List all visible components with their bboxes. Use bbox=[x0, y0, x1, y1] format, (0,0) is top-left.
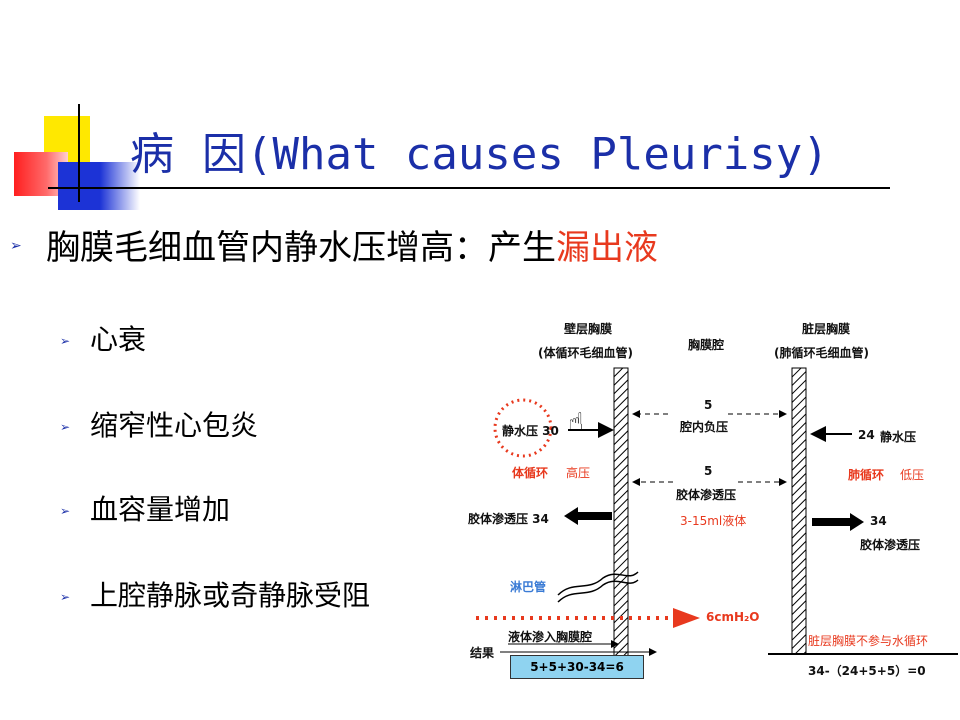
bullet-arrow-icon: ➢ bbox=[10, 238, 22, 254]
bullet-arrow-icon: ➢ bbox=[60, 590, 71, 604]
right-hydrostatic-label: 静水压 bbox=[880, 430, 917, 444]
left-osmotic-arrow bbox=[564, 507, 612, 525]
left-osmotic-label: 胶体渗透压 34 bbox=[468, 512, 549, 526]
title-chinese: 病 因 bbox=[130, 129, 246, 180]
visceral-pleura-sub: (肺循环毛细血管) bbox=[774, 346, 869, 360]
highlight-circle bbox=[493, 398, 553, 458]
main-point-highlight: 漏出液 bbox=[556, 228, 658, 268]
bullet-arrow-icon: ➢ bbox=[60, 504, 71, 518]
fluid-volume: 3-15ml液体 bbox=[680, 514, 747, 528]
cavity-osm-value: 5 bbox=[704, 464, 713, 478]
lymph-vessel-label: 淋巴管 bbox=[510, 580, 547, 594]
pulmonary-circulation-label: 肺循环 bbox=[848, 468, 885, 482]
systemic-circulation-label: 体循环 bbox=[512, 466, 549, 480]
slide-title: 病 因(What causes Pleurisy) bbox=[130, 118, 829, 180]
visceral-pleura-wall bbox=[791, 367, 807, 655]
main-point: 胸膜毛细血管内静水压增高：产生漏出液 bbox=[46, 220, 658, 269]
parietal-pleura-label: 壁层胸膜 bbox=[564, 322, 613, 336]
right-osmotic-arrow bbox=[812, 513, 864, 531]
right-osmotic-value: 34 bbox=[870, 514, 887, 528]
pleural-pressure-diagram: 壁层胸膜 (体循环毛细血管) 胸膜腔 脏层胸膜 (肺循环毛细血管) 静水压 30… bbox=[468, 310, 958, 714]
flow-pressure-label: 6cmH₂O bbox=[706, 610, 760, 624]
sub-point: 心衰 bbox=[90, 323, 147, 356]
cavity-neg-label: 腔内负压 bbox=[680, 420, 729, 434]
main-point-text: 胸膜毛细血管内静水压增高：产生 bbox=[46, 228, 556, 268]
title-underline bbox=[48, 187, 890, 189]
decor-vertical-line bbox=[78, 104, 80, 202]
decor-blue-fade bbox=[100, 162, 140, 210]
right-result: 34-（24+5+5）=0 bbox=[808, 664, 926, 678]
parietal-pleura-sub: (体循环毛细血管) bbox=[538, 346, 633, 360]
sub-point: 血容量增加 bbox=[90, 493, 231, 526]
result-label: 结果 bbox=[470, 646, 495, 660]
pointing-hand-icon: ☝ bbox=[568, 408, 584, 438]
left-result-box: 5+5+30-34=6 bbox=[510, 655, 644, 679]
right-hydrostatic-value: 24 bbox=[858, 428, 875, 442]
title-english: (What causes Pleurisy) bbox=[245, 129, 829, 180]
systemic-pressure: 高压 bbox=[566, 466, 591, 480]
left-hydrostatic-label: 静水压 30 bbox=[502, 424, 559, 438]
pulmonary-pressure: 低压 bbox=[900, 468, 925, 482]
parietal-pleura-wall bbox=[613, 367, 629, 659]
visceral-pleura-label: 脏层胸膜 bbox=[802, 322, 851, 336]
bullet-arrow-icon: ➢ bbox=[60, 420, 71, 434]
right-osmotic-label: 胶体渗透压 bbox=[860, 538, 921, 552]
cavity-label: 胸膜腔 bbox=[688, 338, 725, 352]
sub-point: 缩窄性心包炎 bbox=[90, 409, 259, 442]
flow-arrow-head bbox=[673, 608, 700, 628]
visceral-note: 脏层胸膜不参与水循环 bbox=[808, 634, 929, 648]
fluid-enter-label: 液体渗入胸膜腔 bbox=[508, 630, 593, 644]
cavity-neg-value: 5 bbox=[704, 398, 713, 412]
diagram-graphics bbox=[476, 367, 958, 659]
cavity-osm-label: 胶体渗透压 bbox=[676, 488, 737, 502]
bullet-arrow-icon: ➢ bbox=[60, 334, 71, 348]
sub-point: 上腔静脉或奇静脉受阻 bbox=[90, 579, 371, 612]
